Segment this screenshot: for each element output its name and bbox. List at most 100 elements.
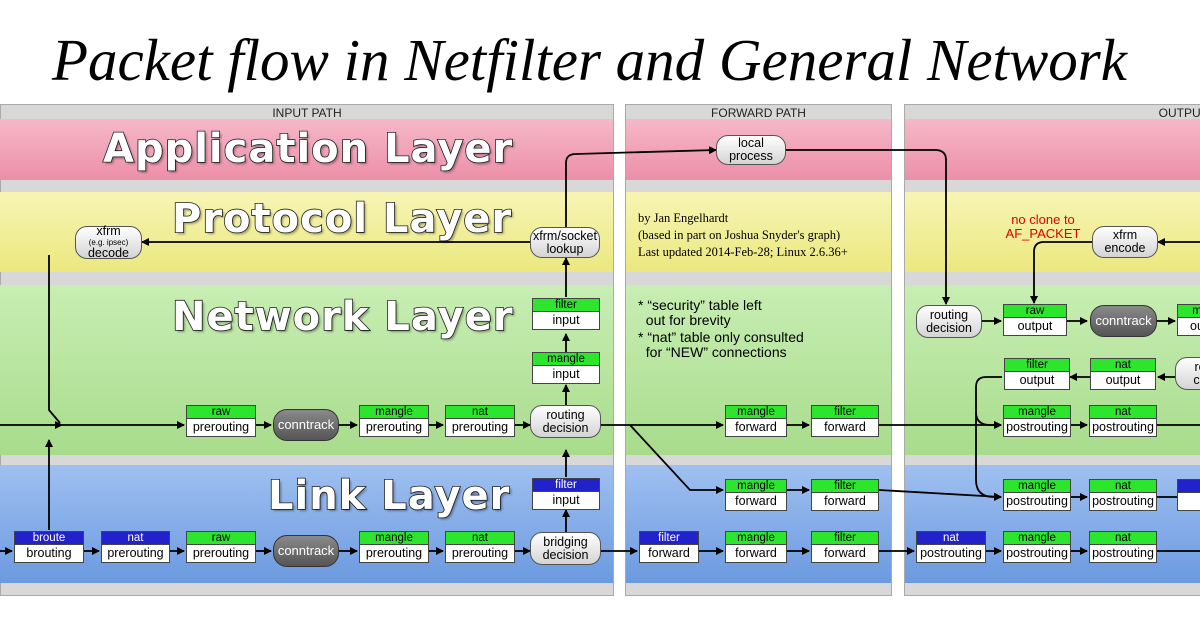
- chain-nat-postrouting-bridge: nat postrouting: [916, 531, 986, 563]
- chain-mangle-postrouting-link: mangle postrouting: [1003, 479, 1071, 511]
- chain-raw-prerouting-link: raw prerouting: [186, 531, 256, 563]
- notes-line-3: * “nat” table only consulted: [638, 329, 804, 345]
- chain-nat-prerouting-bridge: nat prerouting: [101, 531, 170, 563]
- chain-nat-prerouting-network: nat prerouting: [445, 405, 515, 437]
- notes-line-4: for “NEW” connections: [638, 344, 787, 360]
- chain-name: prerouting: [192, 420, 250, 434]
- chain-broute-brouting: broute brouting: [14, 531, 84, 563]
- chain-name: input: [552, 313, 580, 327]
- chain-table: mangle: [360, 406, 428, 419]
- chain-name: forward: [824, 420, 866, 434]
- credits-line-1: by Jan Engelhardt: [638, 211, 729, 225]
- chain-mangle-postrouting-bridge: mangle postrouting: [1003, 531, 1071, 563]
- red-note-line-1: no clone to: [1011, 212, 1075, 227]
- chain-table: filter: [533, 299, 599, 312]
- chain-mangle-forward-network: mangle forward: [725, 405, 787, 437]
- conntrack-output-node: conntrack: [1090, 305, 1157, 337]
- chain-nat-postrouting-network: nat postrouting: [1089, 405, 1157, 437]
- notes-line-2: out for brevity: [638, 312, 731, 328]
- link-layer-label: Link Layer: [267, 472, 511, 520]
- chain-table: broute: [15, 532, 83, 545]
- chain-name: prerouting: [451, 546, 509, 560]
- conntrack-link-node: conntrack: [273, 535, 339, 567]
- chain-name: input: [552, 367, 580, 381]
- chain-name: output: [1019, 373, 1055, 387]
- chain-name: input: [552, 493, 580, 507]
- chain-name: postrouting: [920, 546, 982, 560]
- red-note-line-2: AF_PACKET: [1005, 226, 1081, 241]
- node-line: local: [738, 136, 764, 150]
- chain-name: postrouting: [1006, 546, 1068, 560]
- chain-name: postrouting: [1006, 494, 1068, 508]
- chain-name: postrouting: [1092, 494, 1154, 508]
- chain-filter-forward-bridge-2: filter forward: [811, 531, 879, 563]
- node-line: decision: [542, 420, 589, 435]
- chain-filter-input-network: filter input: [532, 298, 600, 330]
- chain-table: nat: [1090, 406, 1156, 419]
- node-line: routing: [929, 307, 969, 322]
- chain-table: nat: [102, 532, 169, 545]
- application-layer-label: Application Layer: [102, 125, 514, 173]
- chain-table: filter: [812, 406, 878, 419]
- chain-table: filter: [533, 479, 599, 492]
- chain-mangle-prerouting-network: mangle prerouting: [359, 405, 429, 437]
- chain-mangle-output: m ou: [1177, 304, 1200, 336]
- xfrm-decode-node: xfrm (e.g. ipsec) decode: [75, 224, 142, 260]
- chain-table: filter: [812, 480, 878, 493]
- node-line: decision: [542, 547, 589, 562]
- chain-table: filter: [812, 532, 878, 545]
- node-line: xfrm/socket: [533, 228, 597, 243]
- chain-table: nat: [1090, 532, 1156, 545]
- credits-line-2: (based in part on Joshua Snyder's graph): [638, 228, 841, 242]
- node-line: process: [729, 149, 773, 163]
- chain-name: postrouting: [1092, 546, 1154, 560]
- reroute-check-node: re ch: [1175, 357, 1200, 390]
- chain-table: m: [1178, 305, 1200, 318]
- input-path-label: INPUT PATH: [272, 106, 342, 120]
- chain-table: raw: [1004, 305, 1066, 318]
- chain-filter-input-link: filter input: [532, 478, 600, 510]
- notes-line-1: * “security” table left: [638, 297, 762, 313]
- chain-name: brouting: [26, 546, 72, 560]
- chain-nat-prerouting-link: nat prerouting: [445, 531, 515, 563]
- chain-nat-postrouting-link: nat postrouting: [1089, 479, 1157, 511]
- network-layer-label: Network Layer: [171, 293, 514, 341]
- chain-raw-output: raw output: [1003, 304, 1067, 336]
- routing-decision-output-node: routing decision: [916, 305, 982, 338]
- node-line: bridging: [543, 534, 588, 549]
- chain-name-blank: [1178, 493, 1200, 510]
- chain-mangle-prerouting-link: mangle prerouting: [359, 531, 429, 563]
- chain-filter-forward-network: filter forward: [811, 405, 879, 437]
- chain-table: nat: [1090, 480, 1156, 493]
- chain-name: forward: [824, 494, 866, 508]
- chain-table: mangle: [1004, 480, 1070, 493]
- chain-name: output: [1017, 319, 1053, 333]
- chain-mangle-forward-link: mangle forward: [725, 479, 787, 511]
- node-line: xfrm: [96, 224, 121, 238]
- node-line: decode: [87, 246, 129, 260]
- chain-raw-prerouting-network: raw prerouting: [186, 405, 256, 437]
- chain-table: filter: [640, 532, 698, 545]
- chain-table-blank: [1178, 480, 1200, 493]
- chain-name: forward: [735, 494, 777, 508]
- chain-table: nat: [446, 406, 514, 419]
- xfrm-encode-node: xfrm encode: [1092, 226, 1158, 258]
- chain-filter-forward-link: filter forward: [811, 479, 879, 511]
- local-process-node: local process: [716, 135, 786, 165]
- chain-name: forward: [735, 420, 777, 434]
- chain-name: postrouting: [1092, 420, 1154, 434]
- forward-path-label: FORWARD PATH: [711, 106, 806, 120]
- node-line: encode: [1104, 241, 1146, 255]
- chain-name: prerouting: [451, 420, 509, 434]
- chain-name: ou: [1190, 319, 1200, 333]
- chain-name: output: [1105, 373, 1141, 387]
- chain-mangle-forward-bridge: mangle forward: [725, 531, 787, 563]
- chain-name: prerouting: [365, 546, 423, 560]
- node-line: ch: [1193, 372, 1200, 387]
- application-band-input: [0, 119, 613, 180]
- node-subline: (e.g. ipsec): [88, 238, 129, 247]
- chain-table: nat: [446, 532, 514, 545]
- chain-nat-postrouting-bridge-2: nat postrouting: [1089, 531, 1157, 563]
- chain-table: raw: [187, 406, 255, 419]
- chain-table: mangle: [1004, 406, 1070, 419]
